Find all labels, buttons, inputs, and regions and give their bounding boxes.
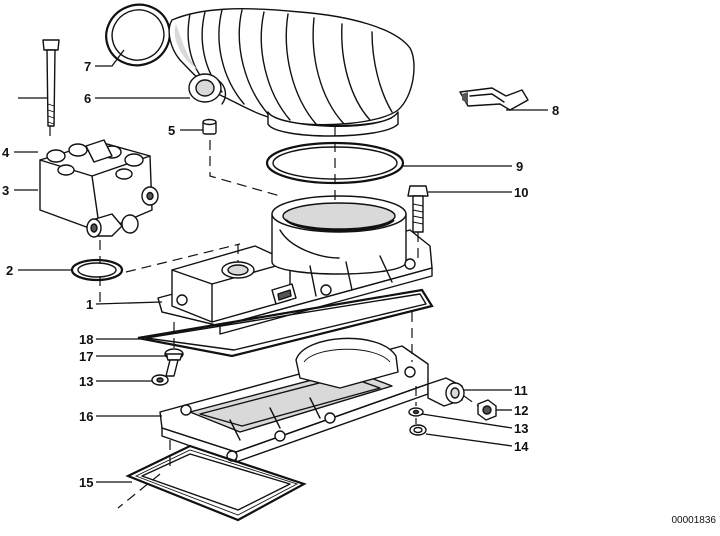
callout-12: 12 [514,403,528,418]
part-lower-plenum [159,337,429,463]
part-sensor [427,377,465,407]
callout-18: 18 [79,332,93,347]
part-throttle-housing [39,139,159,238]
part-gasket-lower [125,444,307,522]
callout-3: 3 [2,183,9,198]
callout-16: 16 [79,409,93,424]
callout-15: 15 [79,475,93,490]
callout-17: 17 [79,349,93,364]
part-washer-right [408,407,424,417]
part-intake-bellows [168,8,415,137]
callout-2: 2 [6,263,13,278]
callout-13-left: 13 [79,374,93,389]
diagram-reference-number: 00001836 [672,515,717,526]
part-ring-nut [409,424,427,436]
leader-lines [14,49,548,483]
callout-9: 9 [516,159,523,174]
assembly-lines [49,126,479,509]
callout-13-right: 13 [514,421,528,436]
part-nut [477,399,497,421]
callout-6: 6 [84,91,91,106]
callout-4: 4 [2,145,10,160]
part-bolt [407,185,429,233]
callout-labels: 7 6 5 4 3 2 1 18 17 13 16 15 8 9 10 11 1… [2,59,559,490]
callout-8: 8 [552,103,559,118]
part-housing [157,195,433,335]
callout-11: 11 [514,383,528,398]
part-gasket-upper [137,288,434,358]
part-bracket-clip [459,87,529,111]
part-clamp-ring [105,3,171,67]
callout-10: 10 [514,185,528,200]
callout-1: 1 [86,297,93,312]
part-washer-left [151,374,169,386]
part-screw-left [164,348,184,377]
callout-5: 5 [168,123,175,138]
part-o-ring [70,258,124,282]
part-plug [202,118,217,135]
part-long-bolt [42,39,60,127]
callout-7: 7 [84,59,91,74]
callout-14: 14 [514,439,529,454]
